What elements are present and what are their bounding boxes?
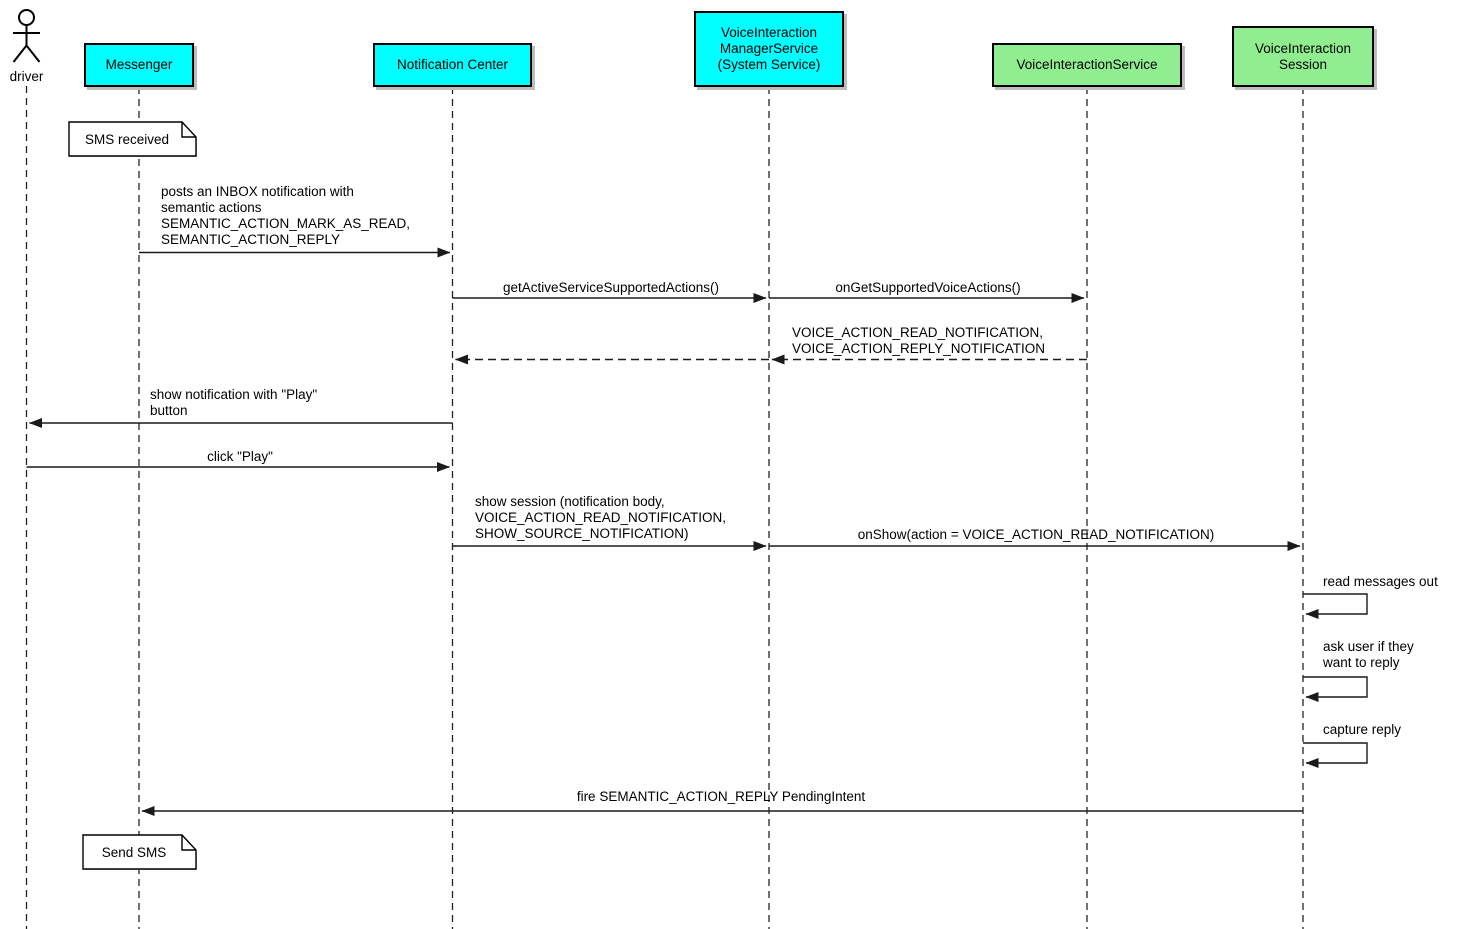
note-send-sms: Send SMS [82, 834, 198, 871]
note-label: Send SMS [101, 845, 167, 860]
note-sms-received: SMS received [68, 121, 198, 158]
message-label-get-active-service-supported-actions: getActiveServiceSupportedActions() [502, 280, 720, 295]
message-label-ask-user-reply: ask user if they want to reply [1323, 639, 1414, 670]
message-label-click-play: click "Play" [207, 449, 273, 464]
actor-label: driver [9, 69, 44, 84]
arrow-self-read-messages-out [1303, 593, 1368, 619]
message-label-read-messages-out: read messages out [1323, 574, 1438, 589]
note-shape [68, 121, 197, 157]
participant-notification-center: Notification Center [373, 43, 532, 87]
participant-voice-interaction-service: VoiceInteractionService [992, 43, 1182, 87]
note-label: SMS received [84, 132, 170, 147]
note-shape [82, 834, 197, 870]
arrow-self-ask-user-reply [1303, 676, 1368, 702]
message-label-capture-reply: capture reply [1323, 722, 1402, 737]
message-label-posts-inbox-notification: posts an INBOX notification with semanti… [161, 184, 411, 247]
message-label-on-show: onShow(action = VOICE_ACTION_READ_NOTIFI… [857, 527, 1215, 542]
actor-figure-icon [12, 9, 41, 63]
arrow-self-capture-reply [1303, 742, 1368, 768]
participant-voice-interaction-manager-service: VoiceInteraction ManagerService (System … [694, 11, 844, 87]
message-label-voice-actions-return: VOICE_ACTION_READ_NOTIFICATION, VOICE_AC… [792, 325, 1046, 356]
participant-voice-interaction-session: VoiceInteraction Session [1232, 26, 1374, 87]
message-label-show-notification: show notification with "Play" button [150, 387, 318, 418]
message-label-show-session: show session (notification body, VOICE_A… [475, 494, 727, 541]
message-label-on-get-supported-voice-actions: onGetSupportedVoiceActions() [835, 280, 1021, 295]
participant-messenger: Messenger [84, 43, 194, 87]
message-label-fire-pending-intent: fire SEMANTIC_ACTION_REPLY PendingIntent [576, 789, 866, 804]
